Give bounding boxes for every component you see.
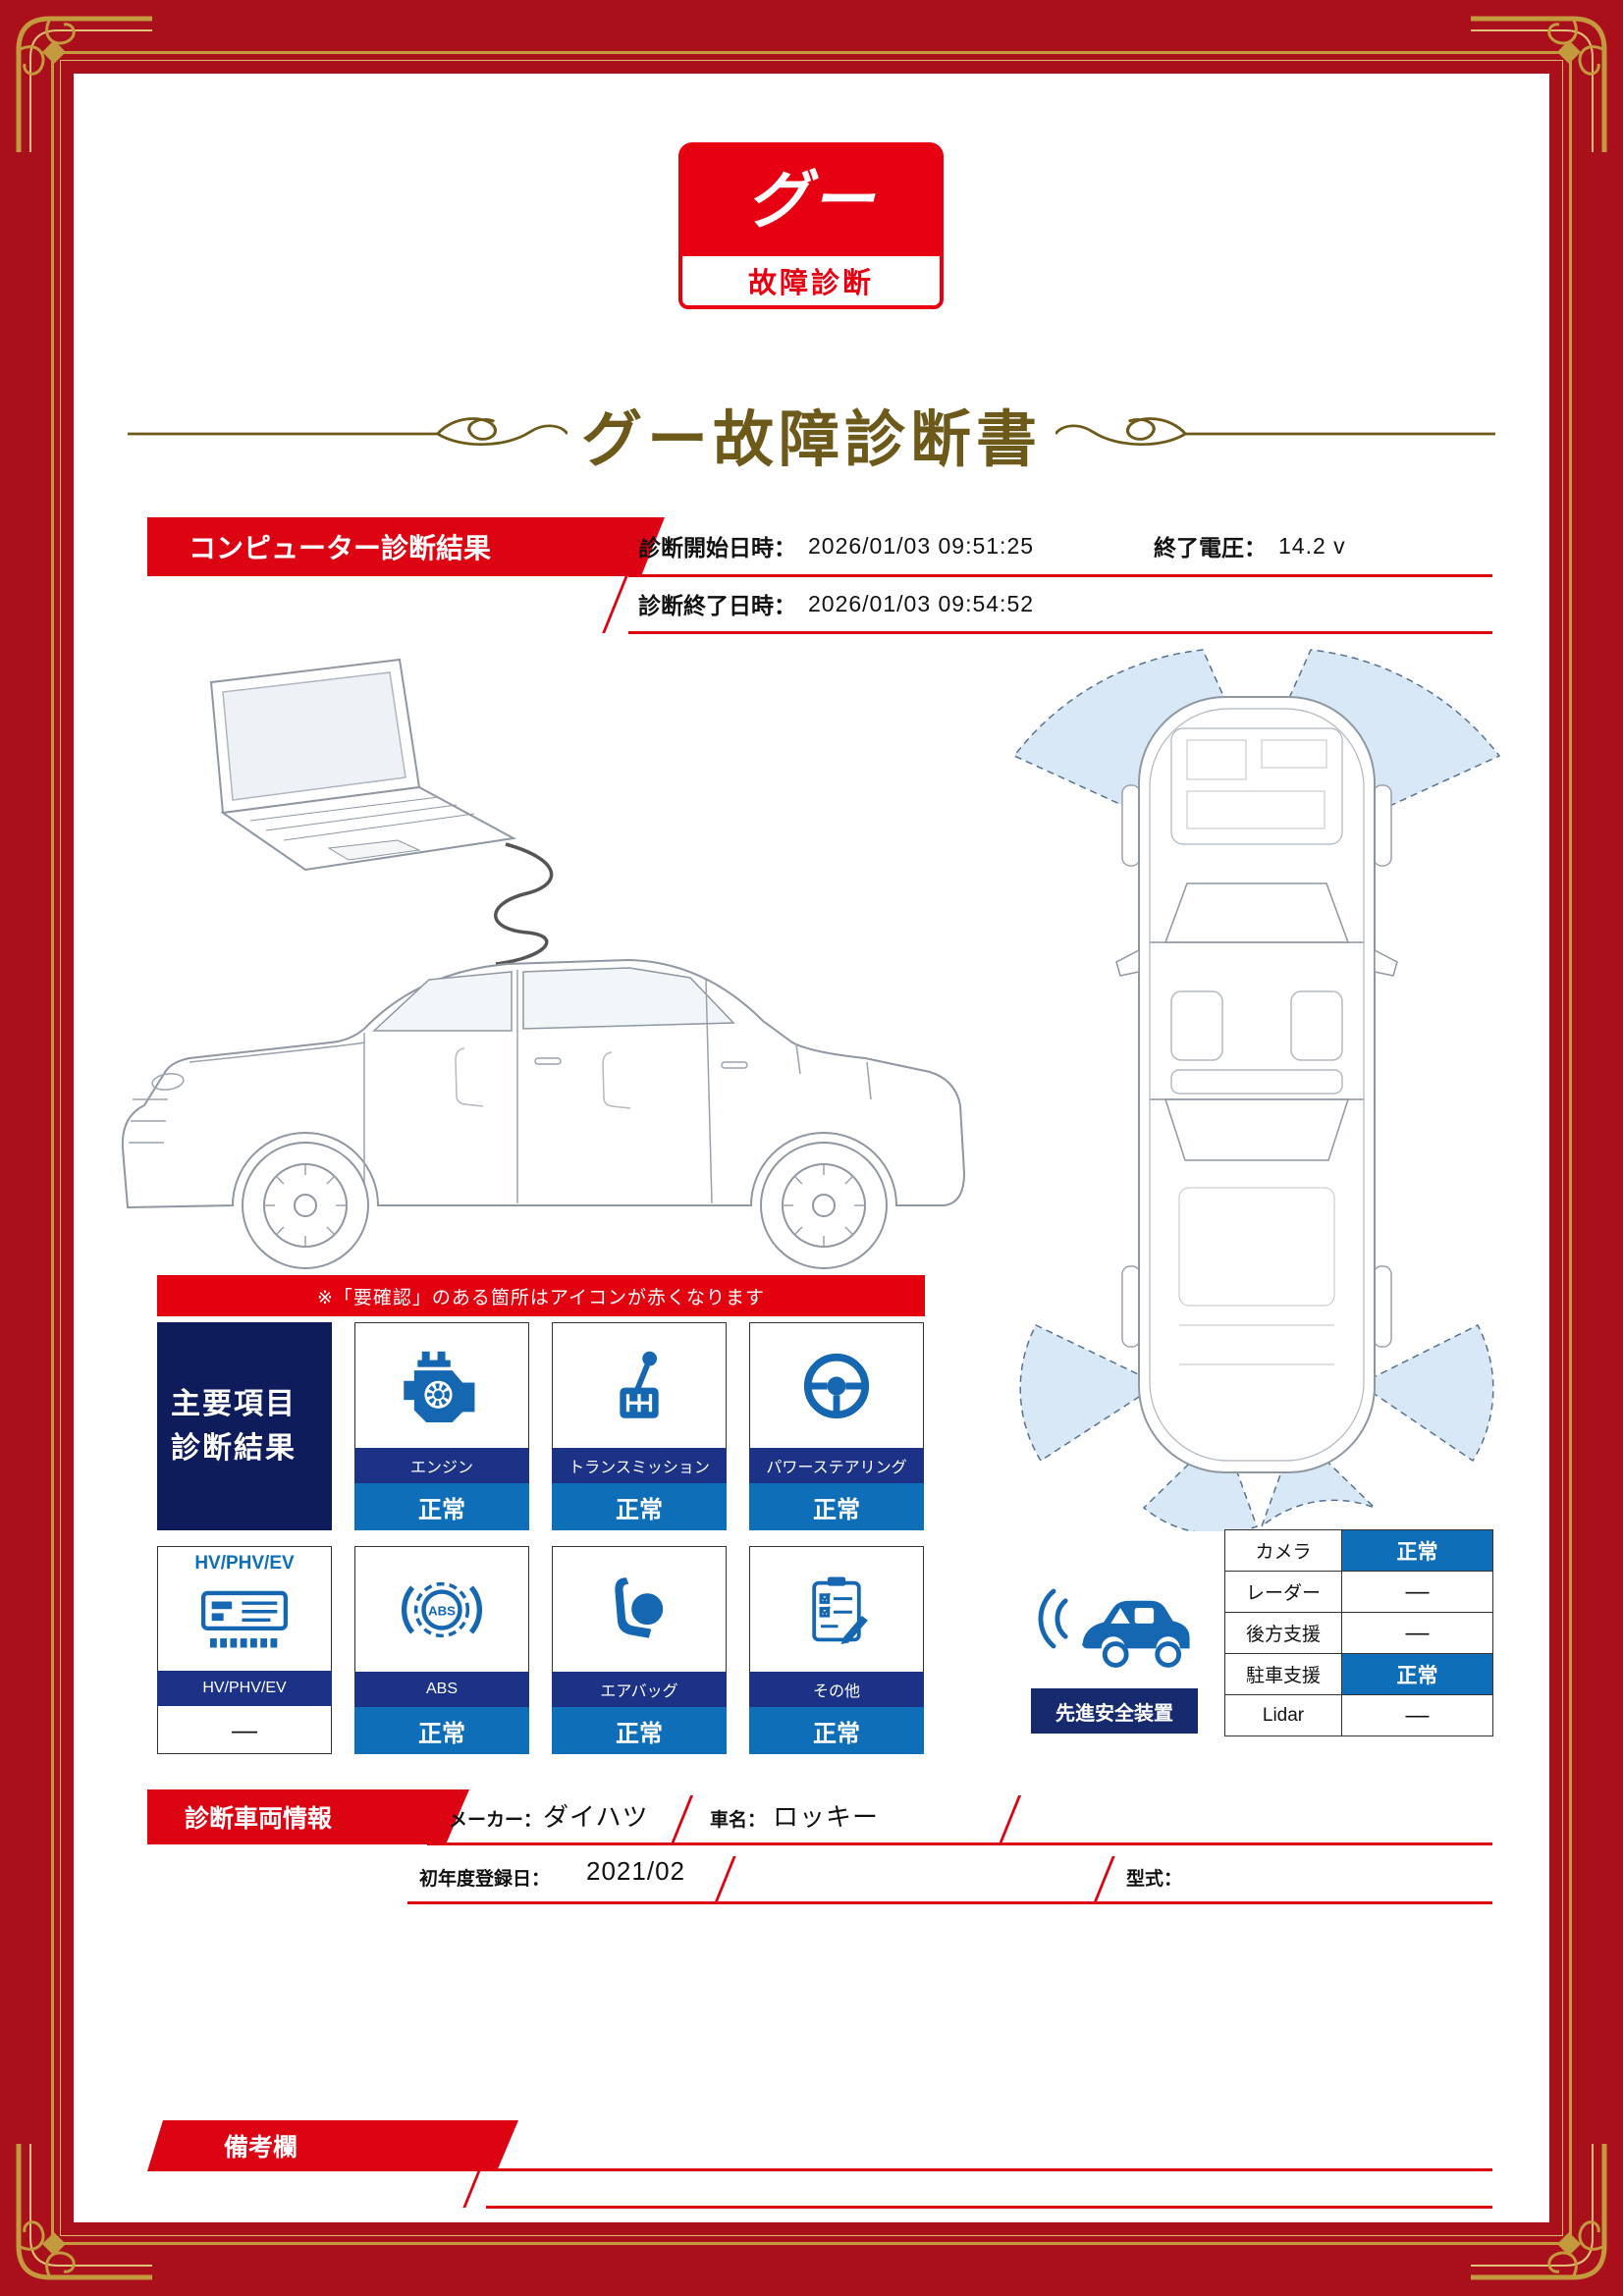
transmission-icon <box>620 1351 659 1418</box>
computer-diagnosis-banner: コンピューター診断結果 <box>147 517 665 576</box>
end-voltage-value: 14.2 v <box>1278 532 1346 559</box>
remarks-banner: 備考欄 <box>147 2120 518 2171</box>
diagnosis-start-value: 2026/01/03 09:51:25 <box>808 532 1035 559</box>
diagnosis-end-value: 2026/01/03 09:54:52 <box>808 590 1035 616</box>
diag-cell-airbag: エアバッグ 正常 <box>552 1546 727 1754</box>
title-row: グー故障診断書 <box>128 390 1496 478</box>
divider-slash <box>462 2170 481 2208</box>
safety-row-status: 正常 <box>1342 1654 1492 1694</box>
safety-row-status: — <box>1342 1613 1492 1653</box>
diag-status: 正常 <box>552 1707 727 1754</box>
safety-panel-label: 先進安全装置 <box>1031 1688 1198 1734</box>
goo-logo-subtitle: 故障診断 <box>747 268 874 299</box>
safety-row-label: レーダー <box>1225 1572 1342 1612</box>
table-row: 後方支援 — <box>1225 1613 1492 1654</box>
diag-status: 正常 <box>354 1707 529 1754</box>
divider-line <box>407 1901 1492 1904</box>
safety-row-label: 駐車支援 <box>1225 1654 1342 1694</box>
diag-label: パワーステアリング <box>749 1448 924 1483</box>
divider-slash <box>998 1795 1022 1844</box>
diag-status: — <box>157 1706 332 1754</box>
divider-line <box>628 574 1492 577</box>
diag-label: エンジン <box>354 1448 529 1483</box>
clipboard-icon <box>812 1576 868 1644</box>
diag-cell-engine: エンジン 正常 <box>354 1322 529 1530</box>
safety-row-status: 正常 <box>1342 1530 1492 1571</box>
diagnostic-cable <box>494 842 554 966</box>
table-row: レーダー — <box>1225 1572 1492 1613</box>
table-row: 駐車支援 正常 <box>1225 1654 1492 1695</box>
hv-unit-icon <box>200 1590 289 1648</box>
divider-slash <box>670 1795 694 1844</box>
car-top-view <box>1012 649 1501 1531</box>
hv-header: HV/PHV/EV <box>194 1553 295 1574</box>
diagnosis-end-row: 診断終了日時： 2026/01/03 09:54:52 <box>638 576 1034 631</box>
airbag-icon <box>615 1576 666 1638</box>
safety-car-box <box>1031 1551 1198 1686</box>
safety-car-icon <box>1038 1588 1190 1668</box>
diagnosis-start-row: 診断開始日時： 2026/01/03 09:51:25 <box>638 517 1034 574</box>
title-flourish-left-icon <box>128 414 569 454</box>
laptop-illustration <box>209 658 517 872</box>
diag-label: トランスミッション <box>552 1448 727 1483</box>
goo-logo-red-box: グー <box>678 142 944 252</box>
divider-line <box>486 2206 1492 2209</box>
steering-wheel-icon <box>803 1353 870 1418</box>
notice-strip: ※「要確認」のある箇所はアイコンが赤くなります <box>157 1275 925 1316</box>
svg-text:ABS: ABS <box>428 1603 456 1618</box>
table-row: カメラ 正常 <box>1225 1530 1492 1572</box>
car-name-label: 車名： <box>710 1810 767 1831</box>
goo-logo: グー 故障診断 <box>678 142 944 309</box>
end-voltage-row: 終了電圧： 14.2 v <box>1154 517 1346 574</box>
diagnosis-grid: 主要項目 診断結果 エンジン 正常 <box>157 1322 933 1754</box>
divider-slash <box>1093 1856 1115 1903</box>
goo-logo-sub-box: 故障診断 <box>678 252 944 309</box>
page-title: グー故障診断書 <box>581 406 1043 474</box>
sensor-zones <box>1012 649 1501 1531</box>
model-code-label: 型式： <box>1126 1869 1183 1890</box>
diag-label: ABS <box>354 1672 529 1707</box>
safety-row-label: 後方支援 <box>1225 1613 1342 1653</box>
car-name-value: ロッキー <box>773 1802 880 1832</box>
diagnosis-end-label: 診断終了日時： <box>638 593 796 618</box>
divider-slash <box>714 1856 736 1903</box>
first-registration-label: 初年度登録日： <box>419 1869 551 1890</box>
title-flourish-right-icon <box>1054 414 1496 454</box>
diag-status: 正常 <box>749 1707 924 1754</box>
diag-cell-abs: ABS ABS 正常 <box>354 1546 529 1754</box>
first-registration-value: 2021/02 <box>586 1856 685 1886</box>
safety-row-status: — <box>1342 1695 1492 1735</box>
report-page: グー 故障診断 グー故障診断書 コンピューター診断結果 診断開始日時： 2026… <box>74 74 1549 2222</box>
safety-row-label: Lidar <box>1225 1695 1342 1735</box>
sedan-side-view <box>121 958 966 1269</box>
abs-icon: ABS <box>402 1581 482 1637</box>
table-row: Lidar — <box>1225 1695 1492 1736</box>
diag-label: HV/PHV/EV <box>157 1671 332 1706</box>
safety-row-label: カメラ <box>1225 1530 1342 1571</box>
goo-logo-brand: グー <box>746 165 876 236</box>
diag-cell-hv: HV/PHV/EV HV/PHV/EV — <box>157 1546 332 1754</box>
diagnosis-start-label: 診断開始日時： <box>638 535 796 561</box>
maker-label: メーカー： <box>449 1810 543 1831</box>
safety-table: カメラ 正常 レーダー — 後方支援 — 駐車支援 正常 Lidar — <box>1224 1529 1493 1736</box>
end-voltage-label: 終了電圧： <box>1154 535 1267 561</box>
diag-status: 正常 <box>552 1483 727 1530</box>
diag-status: 正常 <box>749 1483 924 1530</box>
engine-icon <box>404 1351 475 1422</box>
divider-line <box>427 2168 1492 2171</box>
main-results-panel: 主要項目 診断結果 <box>157 1322 332 1530</box>
maker-value: ダイハツ <box>543 1802 649 1832</box>
diag-cell-power-steering: パワーステアリング 正常 <box>749 1322 924 1530</box>
safety-row-status: — <box>1342 1572 1492 1612</box>
diag-cell-transmission: トランスミッション 正常 <box>552 1322 727 1530</box>
divider-line <box>628 631 1492 634</box>
divider-line <box>427 1842 1492 1845</box>
diag-label: エアバッグ <box>552 1672 727 1707</box>
diag-status: 正常 <box>354 1483 529 1530</box>
diag-cell-other: その他 正常 <box>749 1546 924 1754</box>
diag-label: その他 <box>749 1672 924 1707</box>
vehicle-info-banner: 診断車両情報 <box>147 1789 469 1844</box>
